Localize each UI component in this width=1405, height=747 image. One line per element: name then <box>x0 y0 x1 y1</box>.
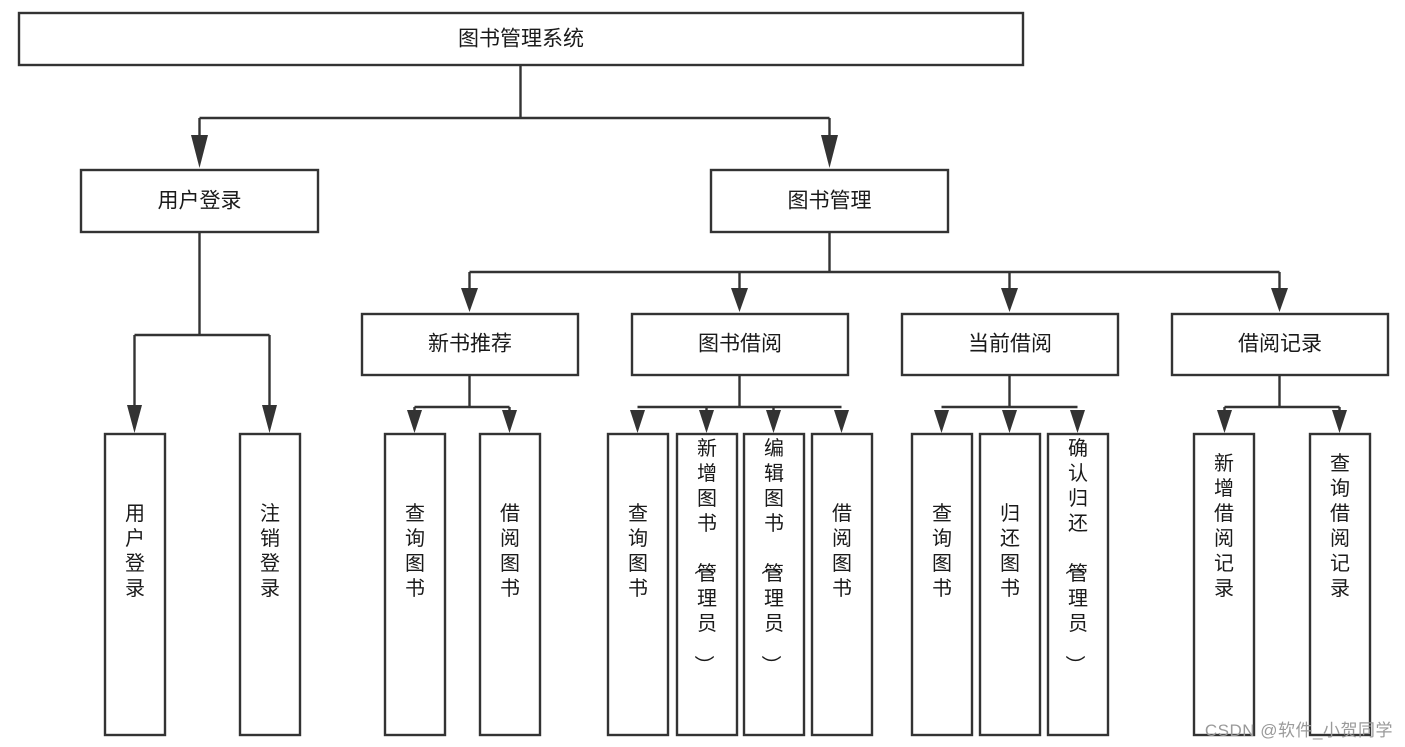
node-root-label: 图书管理系统 <box>458 28 584 51</box>
node-leaf-query-book-3[interactable]: 查询图书 <box>910 432 974 737</box>
node-leaf-user-login-label: 用户登录 <box>125 503 145 600</box>
leaf-layer: 用户登录 注销登录 查询图书 借阅图书 查询图书 新增图书（管理员） <box>103 432 1372 737</box>
arrow-head-leaf-confirm-return <box>1070 410 1085 433</box>
node-leaf-borrow-book-1-box[interactable] <box>478 432 542 737</box>
node-leaf-return-book[interactable]: 归还图书 <box>978 432 1042 737</box>
node-leaf-user-login-box[interactable] <box>103 432 167 737</box>
node-current-borrow[interactable]: 当前借阅 <box>900 312 1120 377</box>
arrow-head-leaf-query-book-2 <box>630 410 645 433</box>
node-leaf-logout[interactable]: 注销登录 <box>238 432 302 737</box>
node-leaf-confirm-return-box[interactable] <box>1046 432 1110 737</box>
arrow-head-current-borrow <box>1001 288 1018 312</box>
node-book-manage-box[interactable] <box>709 168 950 234</box>
node-leaf-add-record-label: 新增借阅记录 <box>1214 452 1234 600</box>
node-leaf-add-record-box[interactable] <box>1192 432 1256 737</box>
node-leaf-borrow-book-2[interactable]: 借阅图书 <box>810 432 874 737</box>
node-leaf-borrow-book-1-label: 借阅图书 <box>500 502 520 600</box>
node-leaf-query-book-2-label: 查询图书 <box>628 502 648 600</box>
arrow-head-leaf-logout <box>262 405 277 433</box>
node-leaf-add-book-label: 新增图书（管理员） <box>692 437 717 675</box>
arrow-head-leaf-query-record <box>1332 410 1347 433</box>
node-leaf-query-book-1[interactable]: 查询图书 <box>383 432 447 737</box>
node-new-book-rec-box[interactable] <box>360 312 580 377</box>
node-leaf-return-book-label: 归还图书 <box>1000 502 1020 600</box>
arrow-head-user-login <box>191 135 208 168</box>
node-book-borrow[interactable]: 图书借阅 <box>630 312 850 377</box>
connector-layer <box>127 65 1347 433</box>
node-leaf-confirm-return[interactable]: 确认归还（管理员） <box>1046 432 1110 737</box>
node-leaf-query-book-1-label: 查询图书 <box>405 502 425 600</box>
node-book-borrow-box[interactable] <box>630 312 850 377</box>
node-user-login-box[interactable] <box>79 168 320 234</box>
node-leaf-logout-box[interactable] <box>238 432 302 737</box>
arrow-head-new-book-rec <box>461 288 478 312</box>
node-book-manage-label: 图书管理 <box>788 190 872 213</box>
arrow-head-leaf-query-book-1 <box>407 410 422 433</box>
node-leaf-return-book-box[interactable] <box>978 432 1042 737</box>
arrow-head-leaf-edit-book <box>766 410 781 433</box>
node-leaf-query-record-label: 查询借阅记录 <box>1330 452 1350 600</box>
node-borrow-record-label: 借阅记录 <box>1238 333 1322 356</box>
arrow-head-leaf-user-login <box>127 405 142 433</box>
node-leaf-query-record[interactable]: 查询借阅记录 <box>1308 432 1372 737</box>
node-root[interactable]: 图书管理系统 <box>17 11 1025 67</box>
node-new-book-rec-label: 新书推荐 <box>428 333 512 356</box>
node-leaf-add-book[interactable]: 新增图书（管理员） <box>675 432 739 737</box>
node-leaf-borrow-book-2-box[interactable] <box>810 432 874 737</box>
arrow-head-leaf-add-book <box>699 410 714 433</box>
node-leaf-logout-label: 注销登录 <box>260 502 280 600</box>
node-leaf-edit-book-label: 编辑图书（管理员） <box>759 437 784 675</box>
node-leaf-query-book-2[interactable]: 查询图书 <box>606 432 670 737</box>
node-leaf-borrow-book-2-label: 借阅图书 <box>832 502 852 600</box>
node-user-login-label: 用户登录 <box>158 190 242 213</box>
node-current-borrow-box[interactable] <box>900 312 1120 377</box>
arrow-head-leaf-borrow-book-1 <box>502 410 517 433</box>
node-leaf-query-book-1-box[interactable] <box>383 432 447 737</box>
node-new-book-rec[interactable]: 新书推荐 <box>360 312 580 377</box>
arrow-head-book-manage <box>821 135 838 168</box>
node-leaf-query-book-3-box[interactable] <box>910 432 974 737</box>
node-user-login[interactable]: 用户登录 <box>79 168 320 234</box>
arrow-head-leaf-borrow-book-2 <box>834 410 849 433</box>
node-borrow-record-box[interactable] <box>1170 312 1390 377</box>
node-leaf-add-record[interactable]: 新增借阅记录 <box>1192 432 1256 737</box>
node-leaf-borrow-book-1[interactable]: 借阅图书 <box>478 432 542 737</box>
node-borrow-record[interactable]: 借阅记录 <box>1170 312 1390 377</box>
node-leaf-edit-book[interactable]: 编辑图书（管理员） <box>742 432 806 737</box>
node-current-borrow-label: 当前借阅 <box>968 333 1052 356</box>
node-leaf-user-login[interactable]: 用户登录 <box>103 432 167 737</box>
node-leaf-query-record-box[interactable] <box>1308 432 1372 737</box>
node-leaf-query-book-2-box[interactable] <box>606 432 670 737</box>
arrow-head-borrow-record <box>1271 288 1288 312</box>
node-leaf-confirm-return-label: 确认归还（管理员） <box>1063 437 1088 675</box>
node-book-borrow-label: 图书借阅 <box>698 333 782 356</box>
arrow-head-book-borrow <box>731 288 748 312</box>
node-leaf-edit-book-box[interactable] <box>742 432 806 737</box>
node-leaf-add-book-box[interactable] <box>675 432 739 737</box>
arrow-head-leaf-add-record <box>1217 410 1232 433</box>
arrow-head-leaf-query-book-3 <box>934 410 949 433</box>
node-book-manage[interactable]: 图书管理 <box>709 168 950 234</box>
arrow-head-leaf-return-book <box>1002 410 1017 433</box>
node-root-box[interactable] <box>17 11 1025 67</box>
node-leaf-query-book-3-label: 查询图书 <box>932 502 952 600</box>
